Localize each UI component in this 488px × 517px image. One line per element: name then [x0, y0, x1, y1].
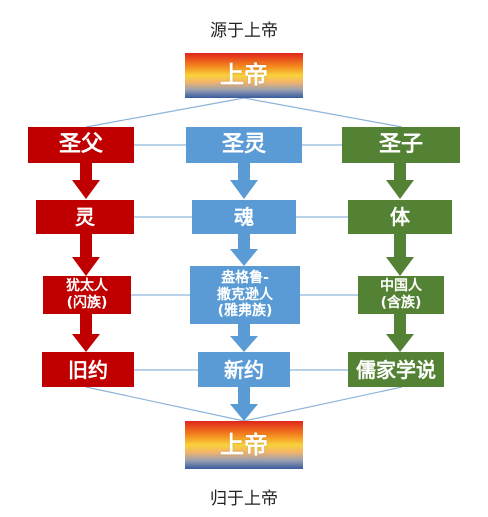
- spirit-aspect-box: 灵: [36, 200, 134, 234]
- arrow-holyspirit-to-soul: [230, 163, 258, 199]
- top-god-box: 上帝: [185, 53, 303, 98]
- father-box: 圣父: [28, 127, 134, 163]
- arrow-body-to-chinese: [386, 234, 414, 276]
- arrow-jews-to-old: [72, 314, 100, 352]
- soul-aspect-box: 魂: [192, 200, 296, 234]
- new-testament-box: 新约: [198, 352, 290, 387]
- spirit-box: 圣灵: [186, 127, 302, 163]
- confucianism-box: 儒家学说: [348, 352, 444, 387]
- top-caption: 源于上帝: [210, 21, 278, 41]
- arrow-son-to-body: [386, 163, 414, 199]
- anglo-saxons-box: 盎格鲁- 撒克逊人 (雅弗族): [190, 266, 300, 324]
- arrow-new-to-god: [230, 387, 258, 421]
- jews-box: 犹太人 (闪族): [43, 276, 131, 314]
- arrow-spirit-to-jews: [72, 234, 100, 276]
- bottom-caption: 归于上帝: [210, 489, 278, 509]
- bottom-god-box: 上帝: [185, 421, 303, 469]
- body-aspect-box: 体: [348, 200, 452, 234]
- chinese-box: 中国人 (含族): [358, 276, 444, 314]
- arrow-chinese-to-confucian: [386, 314, 414, 352]
- arrow-father-to-spirit: [72, 163, 100, 199]
- old-testament-box: 旧约: [42, 352, 134, 387]
- arrow-anglo-to-new: [230, 324, 258, 352]
- arrow-soul-to-anglo: [230, 234, 258, 266]
- son-box: 圣子: [342, 127, 460, 163]
